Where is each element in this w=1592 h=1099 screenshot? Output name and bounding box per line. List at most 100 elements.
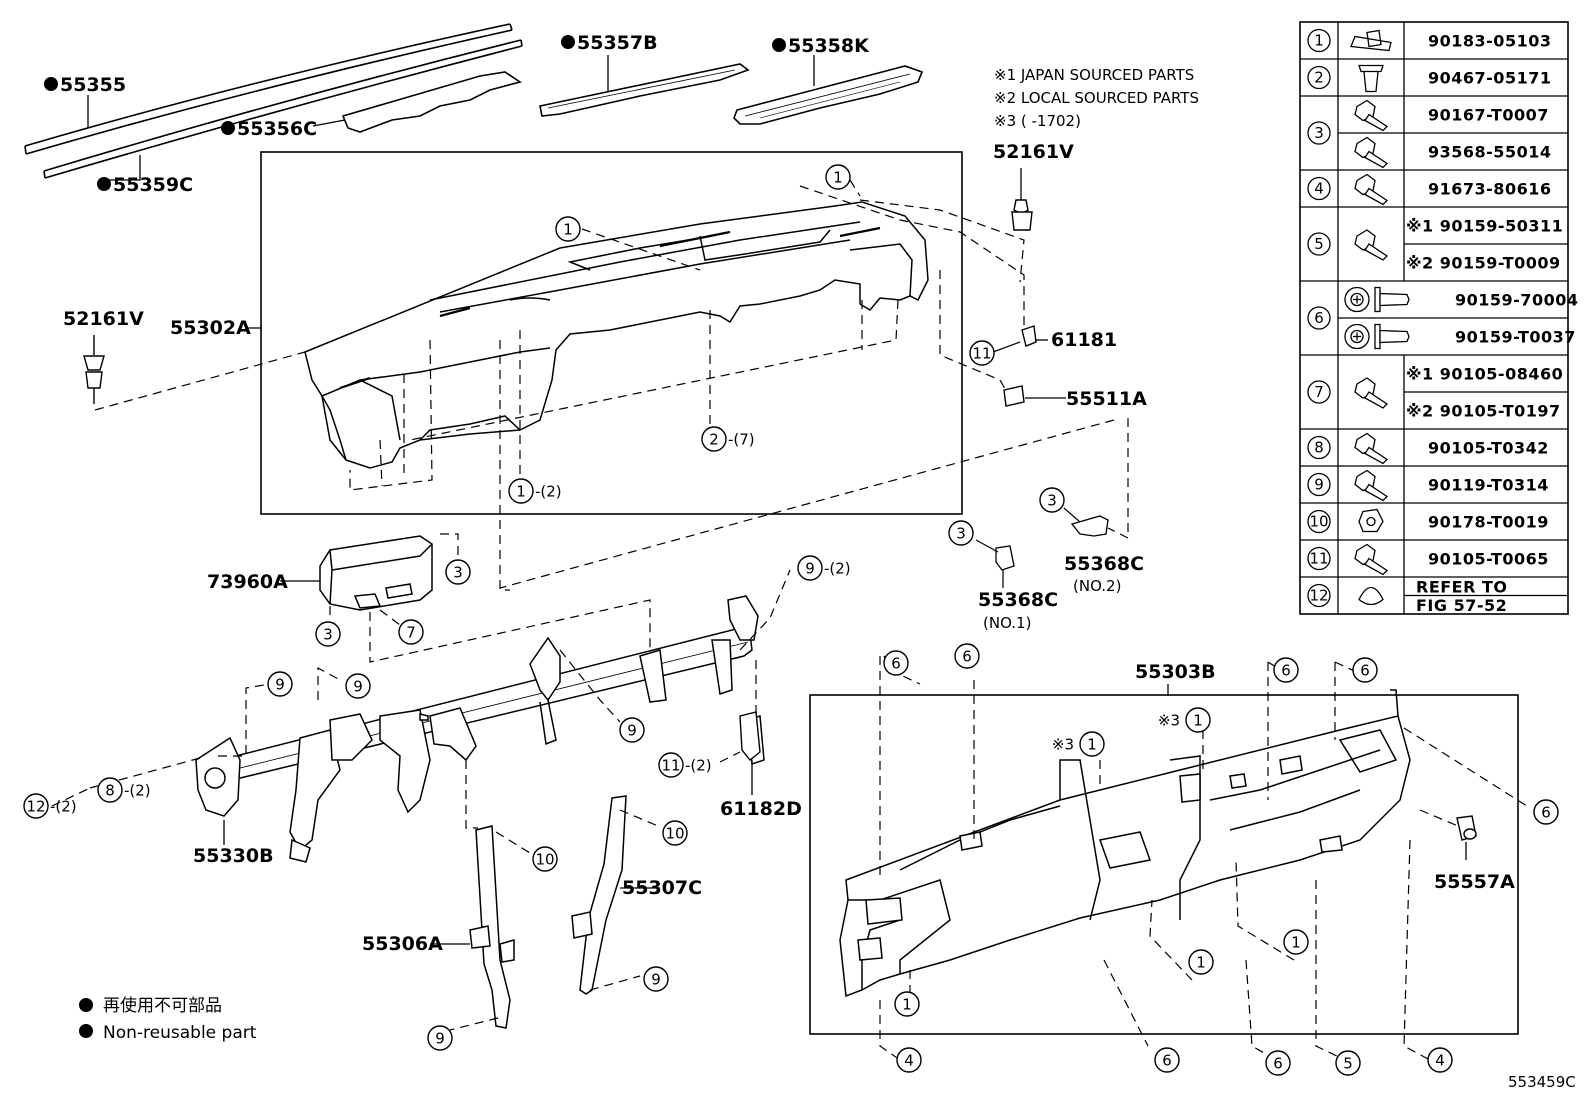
- bracket-61182D: [739, 711, 761, 761]
- leader-lines-top: [87, 55, 815, 181]
- svg-text:9: 9: [275, 676, 285, 694]
- callout-9: 9-(2): [797, 555, 851, 581]
- svg-text:11: 11: [661, 757, 680, 775]
- fastener-icon: [1358, 64, 1384, 93]
- fastener-icon: [1354, 377, 1389, 409]
- svg-text:3: 3: [1314, 124, 1324, 142]
- callout-6: 6: [1265, 1050, 1291, 1076]
- label-52161V-top: 52161V: [993, 141, 1074, 163]
- svg-text:90105-T0065: 90105-T0065: [1428, 550, 1549, 569]
- clip-52161V-left: [83, 335, 105, 404]
- label-61182D: 61182D: [720, 798, 802, 820]
- callout-12: 12-(2): [23, 793, 77, 819]
- svg-text:5: 5: [1343, 1055, 1353, 1073]
- callout-5: 5: [1335, 1050, 1361, 1076]
- reinforcement-box-55303B: [809, 694, 1519, 1035]
- callout-9: 9: [267, 671, 293, 697]
- svg-text:1: 1: [1193, 712, 1203, 730]
- svg-text:90159-70004: 90159-70004: [1455, 291, 1578, 310]
- fastener-icon: [1350, 29, 1392, 52]
- svg-text:8: 8: [105, 782, 115, 800]
- svg-text:7: 7: [1314, 383, 1324, 401]
- fastener-icon: [1344, 286, 1410, 313]
- svg-text:4: 4: [904, 1052, 914, 1070]
- airbag-73960A: [319, 535, 433, 611]
- svg-text:4: 4: [1314, 180, 1324, 198]
- reinforcement-55303B: [839, 689, 1411, 998]
- callout-3: 3: [445, 559, 471, 585]
- callout-9: 9: [643, 966, 669, 992]
- svg-text:90119-T0314: 90119-T0314: [1428, 476, 1549, 495]
- svg-text:※1 JAPAN SOURCED PARTS: ※1 JAPAN SOURCED PARTS: [994, 66, 1194, 84]
- fastener-icon: [1358, 586, 1384, 606]
- svg-text:-(7): -(7): [728, 431, 755, 449]
- svg-text:9: 9: [805, 560, 815, 578]
- callout-6: 6: [1154, 1047, 1180, 1073]
- part-55557A: [1456, 815, 1477, 841]
- svg-text:1: 1: [902, 996, 912, 1014]
- svg-text:11: 11: [972, 345, 991, 363]
- svg-text:6: 6: [962, 648, 972, 666]
- fastener-icon: [1344, 323, 1410, 350]
- callout-6: 6: [1533, 799, 1559, 825]
- svg-text:4: 4: [1435, 1052, 1445, 1070]
- brace-55307C: [571, 795, 627, 995]
- callout-6: 6: [883, 650, 909, 676]
- svg-text:3: 3: [453, 564, 463, 582]
- callout-2: 2-(7): [701, 426, 755, 452]
- callout-8: 8 -(2): [97, 777, 151, 803]
- fastener-icon: [1354, 543, 1389, 576]
- legend-jp: 再使用不可部品: [103, 995, 222, 1016]
- svg-text:1: 1: [1087, 736, 1097, 754]
- callout-6: 6: [1273, 657, 1299, 683]
- clip-52161V-top: [1011, 168, 1033, 231]
- fastener-icon: [1354, 432, 1389, 465]
- svg-text:6: 6: [1162, 1052, 1172, 1070]
- label-55368C-no2: 55368C: [1064, 553, 1144, 575]
- top-part-labels: 55355 55359C 55356C 55357B 55358K: [44, 32, 870, 196]
- table-row: 5※1 90159-50311※2 90159-T0009: [1300, 206, 1568, 281]
- svg-text:5: 5: [1314, 235, 1324, 253]
- pad-55358K: [733, 65, 924, 125]
- svg-text:※3: ※3: [1052, 736, 1074, 754]
- label-55307C: 55307C: [622, 877, 702, 899]
- callout-9: 9: [427, 1025, 453, 1051]
- svg-text:(NO.1): (NO.1): [983, 614, 1031, 632]
- svg-text:1: 1: [1314, 32, 1324, 50]
- svg-text:1: 1: [563, 221, 573, 239]
- svg-text:6: 6: [1314, 309, 1324, 327]
- panel-box-55302A: [260, 151, 963, 515]
- svg-text:3: 3: [323, 626, 333, 644]
- bracket-61181: [1021, 325, 1037, 347]
- svg-text:※1 90105-08460: ※1 90105-08460: [1406, 365, 1563, 384]
- svg-text:FIG 57-52: FIG 57-52: [1416, 596, 1507, 615]
- callout-6: 6: [954, 643, 980, 669]
- svg-text:6: 6: [1541, 804, 1551, 822]
- weatherstrip-55355: [24, 23, 523, 179]
- callout-3: 3: [948, 520, 974, 546]
- callout-7: 7: [398, 619, 424, 645]
- callout-1: 1: [555, 216, 581, 242]
- svg-text:9: 9: [1314, 476, 1324, 494]
- label-55557A: 55557A: [1434, 871, 1515, 893]
- svg-text:(NO.2): (NO.2): [1073, 577, 1121, 595]
- instrument-panel-55302A: [304, 201, 929, 469]
- fastener-icon: [1354, 469, 1389, 502]
- callout-1: 1 ※3: [1052, 731, 1105, 757]
- svg-text:-(2): -(2): [685, 757, 712, 775]
- legend: 再使用不可部品 Non-reusable part: [79, 995, 257, 1043]
- legend-en: Non-reusable part: [103, 1023, 257, 1043]
- fastener-icon: [1354, 229, 1389, 261]
- svg-text:-(2): -(2): [124, 782, 151, 800]
- label-55356C: 55356C: [237, 118, 317, 140]
- svg-text:9: 9: [435, 1030, 445, 1048]
- label-55358K: 55358K: [788, 35, 870, 57]
- fastener-icon: [1358, 508, 1384, 533]
- callout-1: 1: [1283, 929, 1309, 955]
- svg-text:1: 1: [833, 169, 843, 187]
- svg-text:6: 6: [1273, 1055, 1283, 1073]
